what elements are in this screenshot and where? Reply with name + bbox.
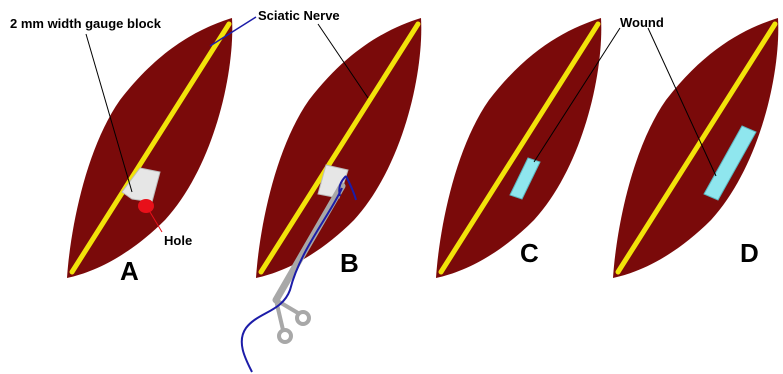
hole-marker-a — [138, 199, 154, 213]
panel-letter-d: D — [740, 238, 759, 268]
panel-c — [436, 18, 601, 278]
needle-holder-ring-2 — [279, 330, 291, 342]
sciatic-nerve-label: Sciatic Nerve — [258, 8, 340, 23]
gauge-block-label: 2 mm width gauge block — [10, 16, 162, 31]
hole-label: Hole — [164, 233, 192, 248]
panel-a — [67, 18, 232, 278]
wound-label: Wound — [620, 15, 664, 30]
panel-letter-a: A — [120, 256, 139, 286]
panel-letter-b: B — [340, 248, 359, 278]
needle-holder-ring-1 — [297, 312, 309, 324]
panel-letter-c: C — [520, 238, 539, 268]
panel-b — [242, 18, 422, 372]
